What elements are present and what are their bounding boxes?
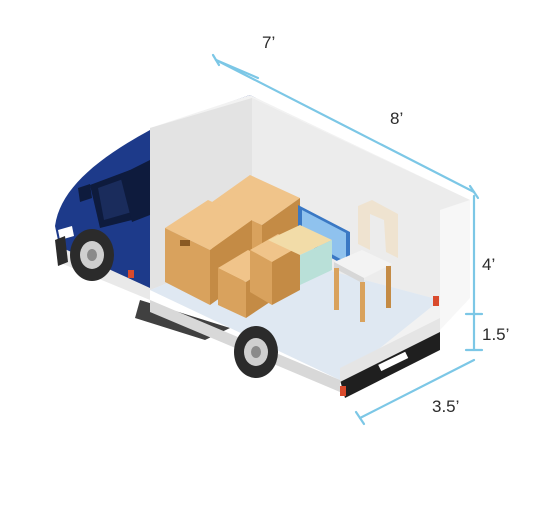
chair-icon [334, 200, 398, 322]
front-wheel-icon [70, 229, 114, 281]
length-label: 8’ [390, 109, 403, 128]
cushion-icon [268, 225, 332, 285]
floor-height-label: 1.5’ [482, 325, 509, 344]
measure-lines [211, 53, 484, 426]
depth-label: 3.5’ [432, 397, 459, 416]
height-label: 4’ [482, 255, 495, 274]
rear-wheel-icon [234, 326, 278, 378]
width-label: 7’ [262, 33, 275, 52]
